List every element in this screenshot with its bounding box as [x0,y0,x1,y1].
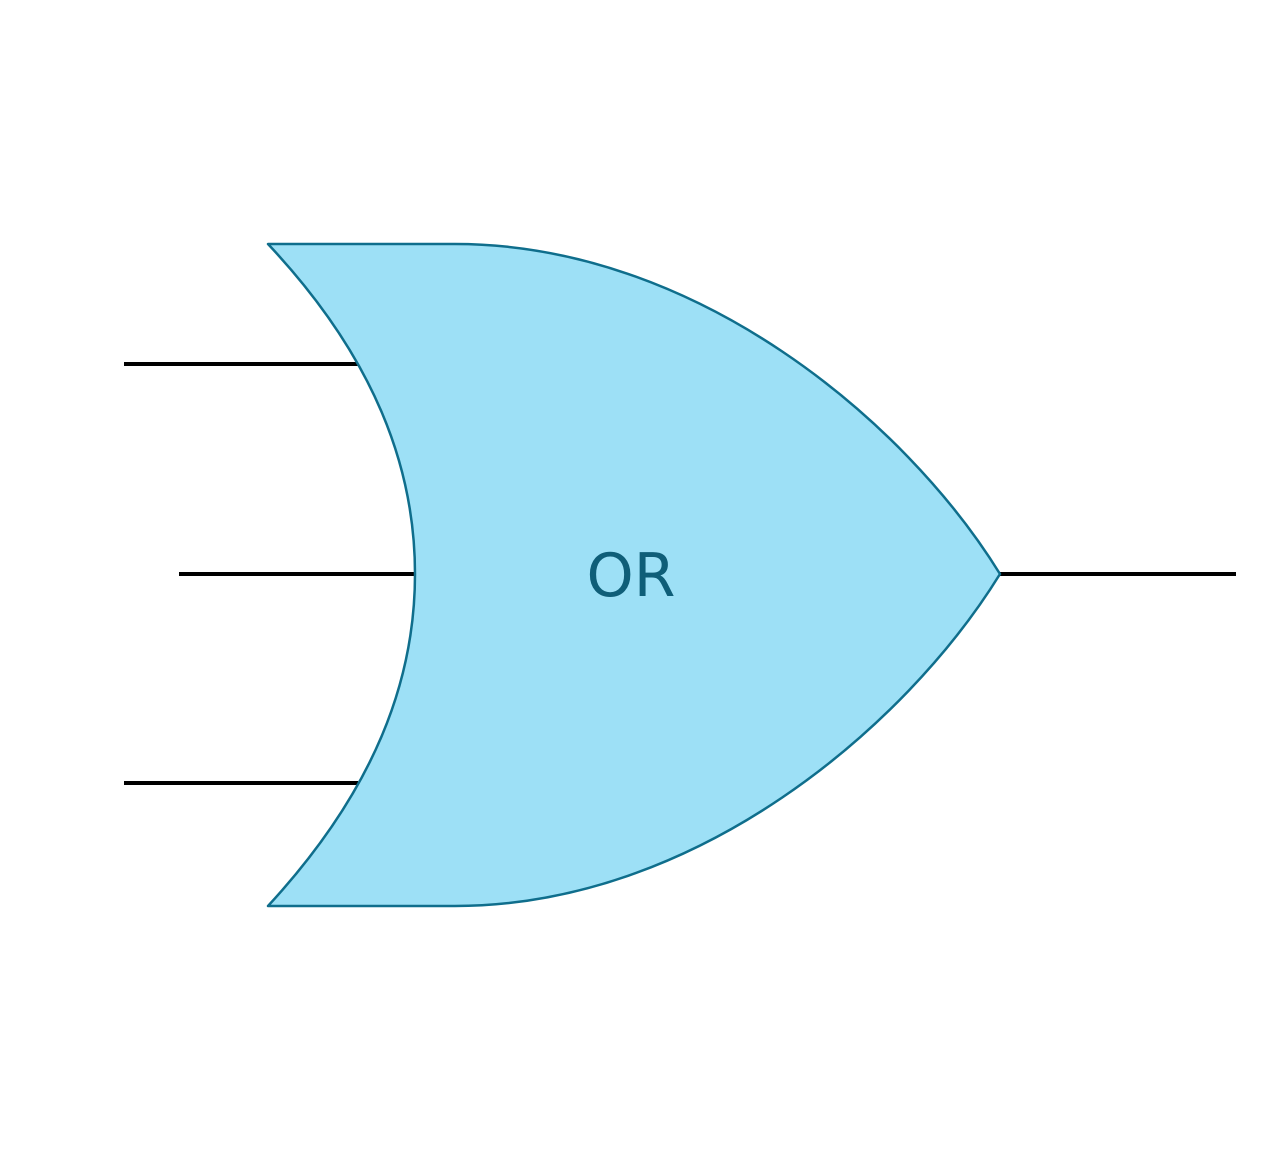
or-gate-body [266,242,1002,908]
gate-label: OR [587,541,676,611]
